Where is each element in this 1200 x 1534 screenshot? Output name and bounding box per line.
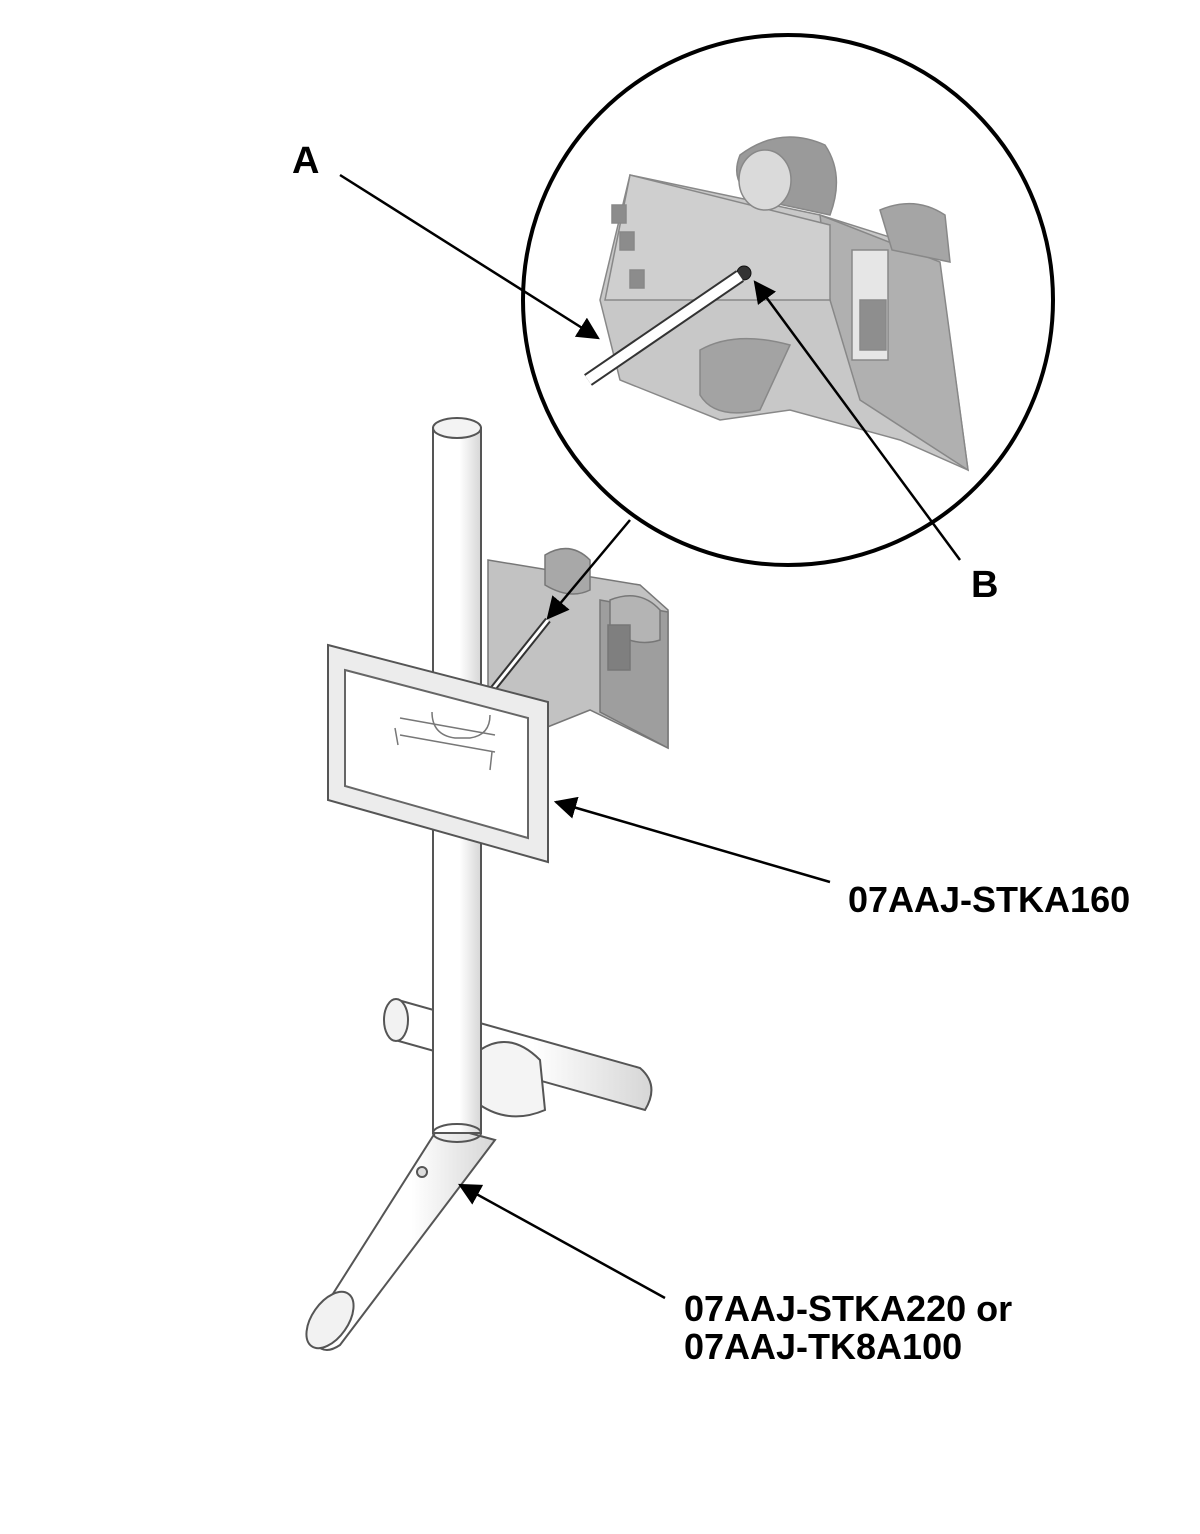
- tool-a-small: [489, 617, 551, 693]
- detail-circle: [521, 33, 1055, 567]
- callout-b: B: [971, 564, 999, 606]
- tool-a-detail: [584, 270, 744, 386]
- stand-part-numbers: 07AAJ-STKA220 or 07AAJ-TK8A100: [684, 1290, 1012, 1366]
- leader-zoom: [546, 519, 631, 620]
- target-board: [327, 643, 549, 864]
- leader-lines: [339, 173, 962, 1300]
- stand-part-line-2: 07AAJ-TK8A100: [684, 1325, 963, 1367]
- target-part-number: 07AAJ-STKA160: [848, 879, 1131, 920]
- leader-b: [753, 280, 962, 561]
- stand-part-line-1: 07AAJ-STKA220 or: [684, 1288, 1013, 1329]
- leader-a: [339, 173, 600, 340]
- leader-stand: [458, 1183, 666, 1300]
- callout-a: A: [292, 140, 320, 182]
- leader-target: [553, 796, 831, 884]
